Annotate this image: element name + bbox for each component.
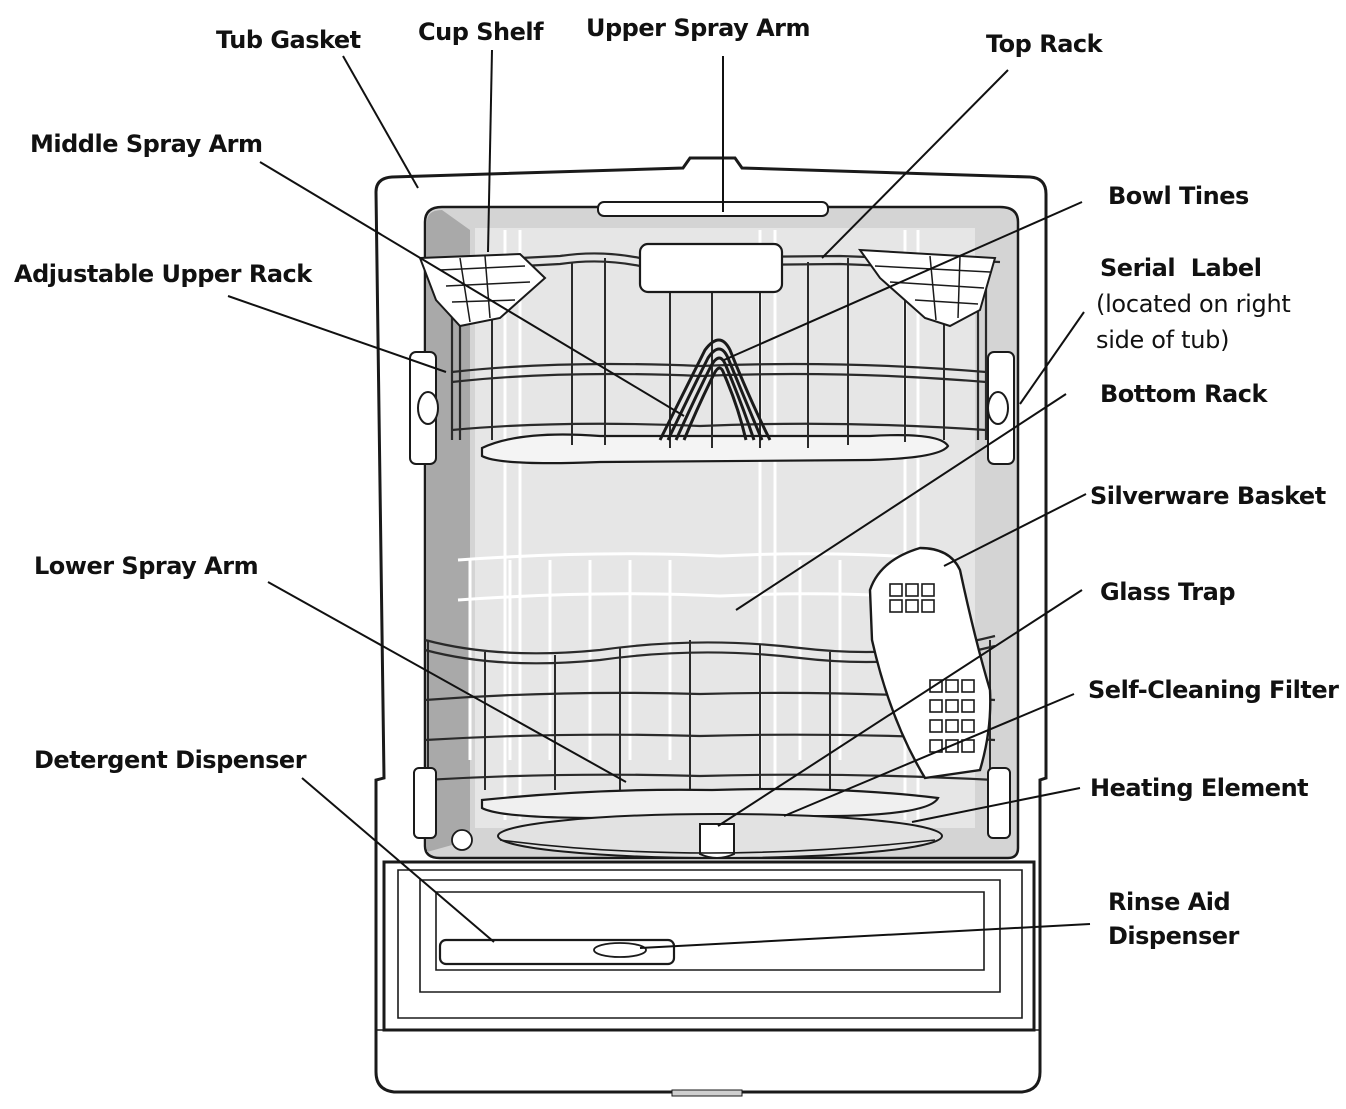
- label-rinse-aid-dispenser-2: Dispenser: [1108, 922, 1240, 950]
- right-rack-adjuster: [987, 351, 1015, 465]
- label-bottom-rack: Bottom Rack: [1100, 380, 1268, 408]
- label-top-rack: Top Rack: [986, 30, 1104, 58]
- label-detergent-dispenser: Detergent Dispenser: [34, 746, 307, 774]
- label-serial-label-note-2: side of tub): [1096, 326, 1229, 354]
- label-tub-gasket: Tub Gasket: [216, 26, 361, 54]
- label-rinse-aid-dispenser-1: Rinse Aid: [1108, 888, 1230, 916]
- upper-rack-handle: [638, 242, 784, 294]
- leader-bowl-tines: [723, 201, 1083, 361]
- silverware-basket: [868, 546, 992, 780]
- label-heating-element: Heating Element: [1090, 774, 1308, 802]
- leader-top-rack: [821, 69, 1009, 259]
- bottom-rack: [413, 546, 1011, 859]
- lower-spray-arm: [480, 787, 940, 820]
- door-handle-slot: [671, 1089, 743, 1097]
- leader-middle-spray-arm: [259, 161, 685, 417]
- label-self-cleaning-filter: Self-Cleaning Filter: [1088, 676, 1339, 704]
- label-serial-label: Serial Label: [1100, 254, 1261, 282]
- right-cup-shelf: [857, 248, 997, 328]
- label-glass-trap: Glass Trap: [1100, 578, 1235, 606]
- leader-detergent-dispenser: [301, 777, 495, 943]
- label-silverware-basket: Silverware Basket: [1090, 482, 1326, 510]
- leader-self-cleaning-filter: [783, 693, 1075, 817]
- dishwasher-door: [376, 829, 1040, 1097]
- label-upper-spray-arm: Upper Spray Arm: [586, 14, 810, 42]
- leader-tub-gasket: [342, 55, 419, 189]
- leader-bottom-rack: [735, 393, 1067, 611]
- bowl-tines: [658, 338, 772, 441]
- drain-cap: [451, 829, 473, 851]
- leader-lower-spray-arm: [267, 581, 627, 783]
- upper-rack: [409, 242, 1015, 465]
- label-bowl-tines: Bowl Tines: [1108, 182, 1249, 210]
- leader-serial-label: [1019, 311, 1085, 405]
- leader-lines: [227, 49, 1091, 949]
- label-serial-label-note-1: (located on right: [1096, 290, 1290, 318]
- heating-element: [499, 839, 936, 854]
- leader-glass-trap: [717, 589, 1083, 827]
- leader-heating-element: [911, 787, 1081, 823]
- glass-trap: [699, 823, 735, 859]
- middle-spray-arm: [480, 433, 950, 465]
- left-rack-adjuster: [409, 351, 439, 465]
- left-cup-shelf: [418, 252, 547, 328]
- leader-rinse-aid-dispenser: [639, 923, 1091, 949]
- rinse-aid-dispenser: [593, 942, 647, 958]
- leader-adjustable-upper-rack: [227, 295, 447, 373]
- label-middle-spray-arm: Middle Spray Arm: [30, 130, 263, 158]
- dishwasher-illustration: [374, 156, 1048, 1097]
- tub-back-wall: [475, 228, 975, 828]
- label-adjustable-upper-rack: Adjustable Upper Rack: [14, 260, 313, 288]
- part-labels: Tub Gasket Cup Shelf Upper Spray Arm Top…: [14, 14, 1340, 950]
- leader-cup-shelf: [487, 49, 493, 253]
- tub-gasket-frame: [374, 156, 1048, 1094]
- leader-silverware-basket: [943, 493, 1087, 567]
- upper-spray-arm: [597, 201, 829, 217]
- label-cup-shelf: Cup Shelf: [418, 18, 544, 46]
- label-lower-spray-arm: Lower Spray Arm: [34, 552, 258, 580]
